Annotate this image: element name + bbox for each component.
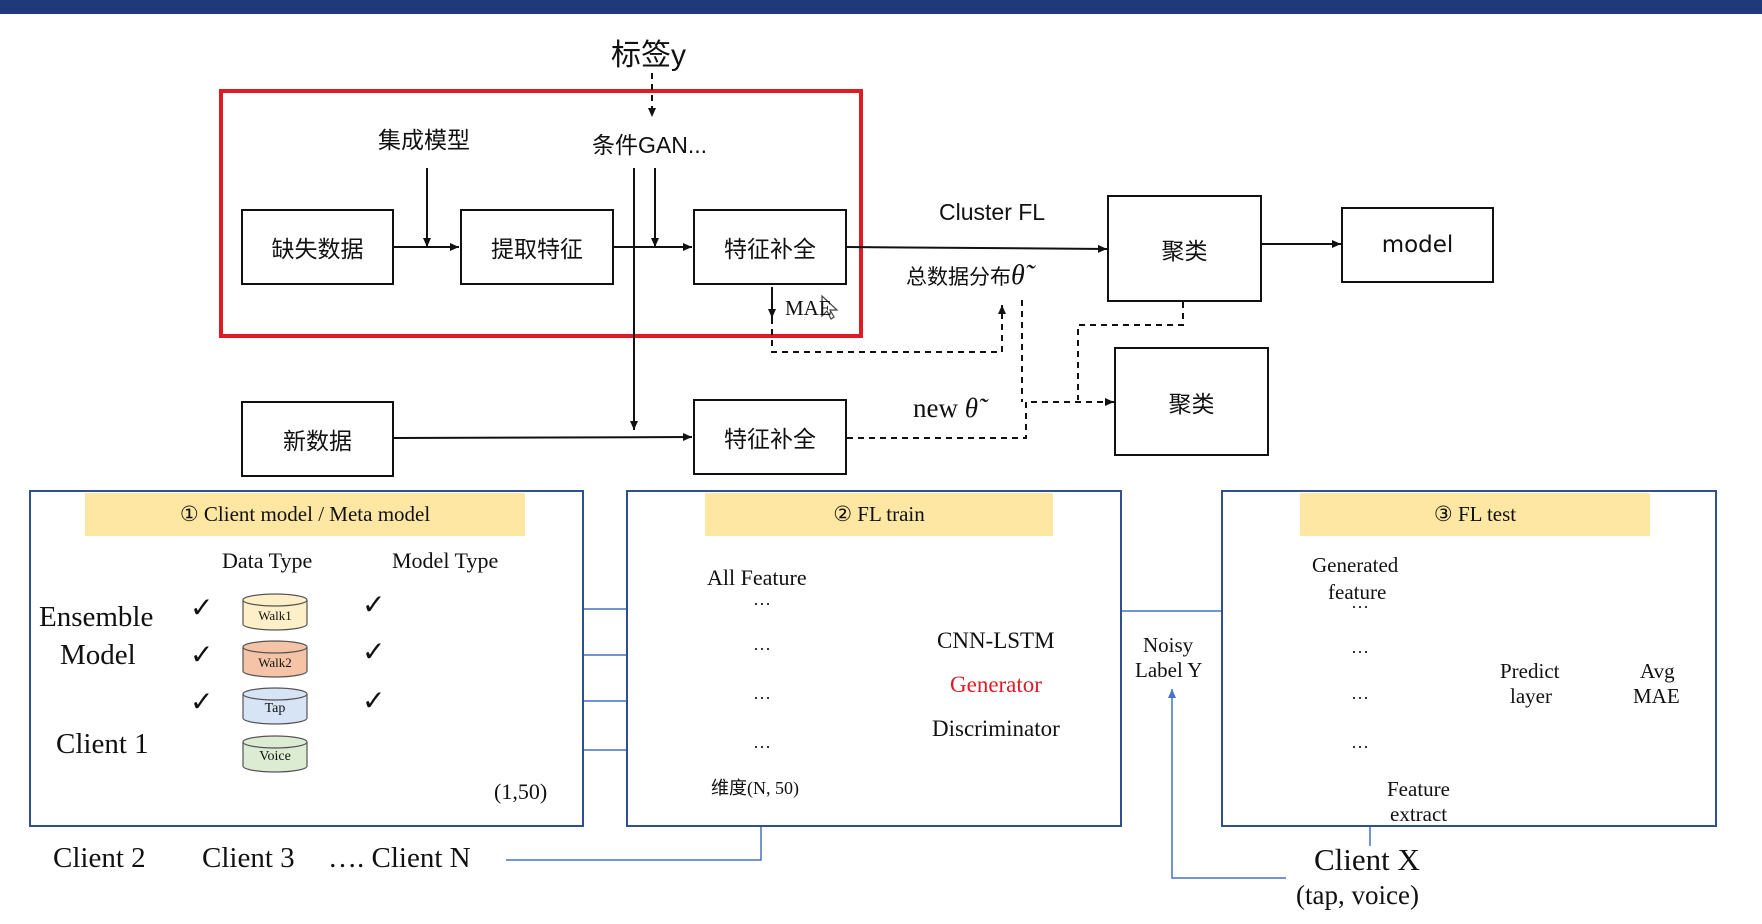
client1-label: Client 1 <box>56 728 149 760</box>
checkmark-tap: ✓ <box>190 687 214 718</box>
dashed-cluster-link <box>1077 302 1184 400</box>
client-model-title: ① Client model / Meta model <box>85 493 525 536</box>
ellipsis-row-3: ··· <box>753 688 771 708</box>
cylinder-tap-label: Tap <box>264 701 286 716</box>
model-label: Model <box>60 639 136 671</box>
arrow-clients-to-train <box>506 811 765 861</box>
label-y: 标签y <box>611 39 686 72</box>
checkmark-model-3: ✓ <box>362 686 386 717</box>
label-y-caption: Label Y <box>1135 658 1203 682</box>
checkmark-walk2: ✓ <box>190 640 214 671</box>
generated-label: Generated <box>1312 553 1399 577</box>
client-n-label: …. Client N <box>328 842 471 874</box>
client3-label: Client 3 <box>202 842 295 874</box>
dashed-mae-to-distribution <box>771 305 1006 353</box>
predict-label: Predict <box>1500 659 1560 683</box>
ensemble-model-label: 集成模型 <box>378 127 470 153</box>
dashed-new-complete-to-cluster <box>847 398 1114 439</box>
shape-label: (1,50) <box>494 779 548 804</box>
feature-completion-box-2: 特征补全 <box>693 399 847 475</box>
cylinder-walk2-label: Walk2 <box>258 655 292 670</box>
test-ellipsis-2: ··· <box>1351 642 1369 662</box>
cylinder-walk1-label: Walk1 <box>258 608 292 623</box>
cluster-box-1: 聚类 <box>1107 195 1262 302</box>
ellipsis-row-2: ··· <box>753 639 771 659</box>
new-theta-label: new θ̃ <box>913 393 978 424</box>
ellipsis-row-4: ··· <box>753 737 771 757</box>
arrow-clientx-to-noisy <box>1168 689 1286 879</box>
all-feature-label: All Feature <box>707 565 807 590</box>
highlight-frame <box>219 89 863 338</box>
ensemble-label: Ensemble <box>39 601 154 633</box>
fl-train-panel <box>626 490 1122 827</box>
discriminator-label: Discriminator <box>932 716 1060 741</box>
cylinder-walk2: Walk2 <box>242 640 308 678</box>
cylinder-walk1: Walk1 <box>242 593 308 631</box>
top-banner <box>0 0 1762 14</box>
conditional-gan-label: 条件GAN... <box>592 132 708 158</box>
theta-tilde-symbol: θ̃ <box>1011 260 1025 291</box>
new-theta-symbol: θ̃ <box>964 393 978 423</box>
mae-label: MAE <box>785 296 832 320</box>
new-data-box: 新数据 <box>241 401 394 477</box>
cylinder-voice: Voice <box>242 735 308 773</box>
checkmark-model-1: ✓ <box>362 590 386 621</box>
extract-features-box: 提取特征 <box>460 209 614 285</box>
model-type-header: Model Type <box>392 548 499 573</box>
fl-test-panel <box>1221 490 1717 827</box>
extract-label: extract <box>1390 802 1448 826</box>
dimension-label: 维度(N, 50) <box>711 778 799 798</box>
client2-label: Client 2 <box>53 842 146 874</box>
layer-label: layer <box>1510 684 1552 708</box>
arrow-complete-to-cluster <box>846 244 1108 253</box>
total-distribution-text: 总数据分布 <box>906 266 1011 289</box>
checkmark-walk1: ✓ <box>190 593 214 624</box>
test-ellipsis-4: ··· <box>1351 737 1369 757</box>
generator-label: Generator <box>950 672 1042 697</box>
checkmark-model-2: ✓ <box>362 637 386 668</box>
fl-test-title: ③ FL test <box>1300 493 1650 536</box>
client-x-label: Client X <box>1314 842 1420 877</box>
cluster-box-2: 聚类 <box>1114 347 1269 456</box>
total-distribution-label: 总数据分布θ̃ <box>906 260 1025 292</box>
noisy-label: Noisy <box>1143 633 1194 657</box>
feature-word-label: Feature <box>1387 777 1450 801</box>
test-ellipsis-3: ··· <box>1351 688 1369 708</box>
avg-label: Avg <box>1640 659 1675 683</box>
arrow-new-data-to-complete <box>393 433 693 442</box>
cylinder-tap: Tap <box>242 687 308 725</box>
client-x-sub-label: (tap, voice) <box>1296 880 1419 910</box>
model-box: model <box>1341 207 1494 283</box>
cluster-fl-label: Cluster FL <box>939 199 1046 225</box>
new-theta-text: new <box>913 393 958 423</box>
cnn-lstm-label: CNN-LSTM <box>937 628 1055 653</box>
fl-train-title: ② FL train <box>705 493 1053 536</box>
missing-data-box: 缺失数据 <box>241 209 394 285</box>
ellipsis-row-1: ··· <box>753 594 771 614</box>
test-ellipsis-1: ··· <box>1351 597 1369 617</box>
avg-mae-label: MAE <box>1633 684 1680 708</box>
generated-feature-label: feature <box>1328 580 1387 604</box>
cylinder-voice-label: Voice <box>259 749 291 764</box>
mouse-cursor-icon <box>821 294 839 320</box>
feature-completion-box-1: 特征补全 <box>693 209 847 285</box>
data-type-header: Data Type <box>222 548 313 573</box>
